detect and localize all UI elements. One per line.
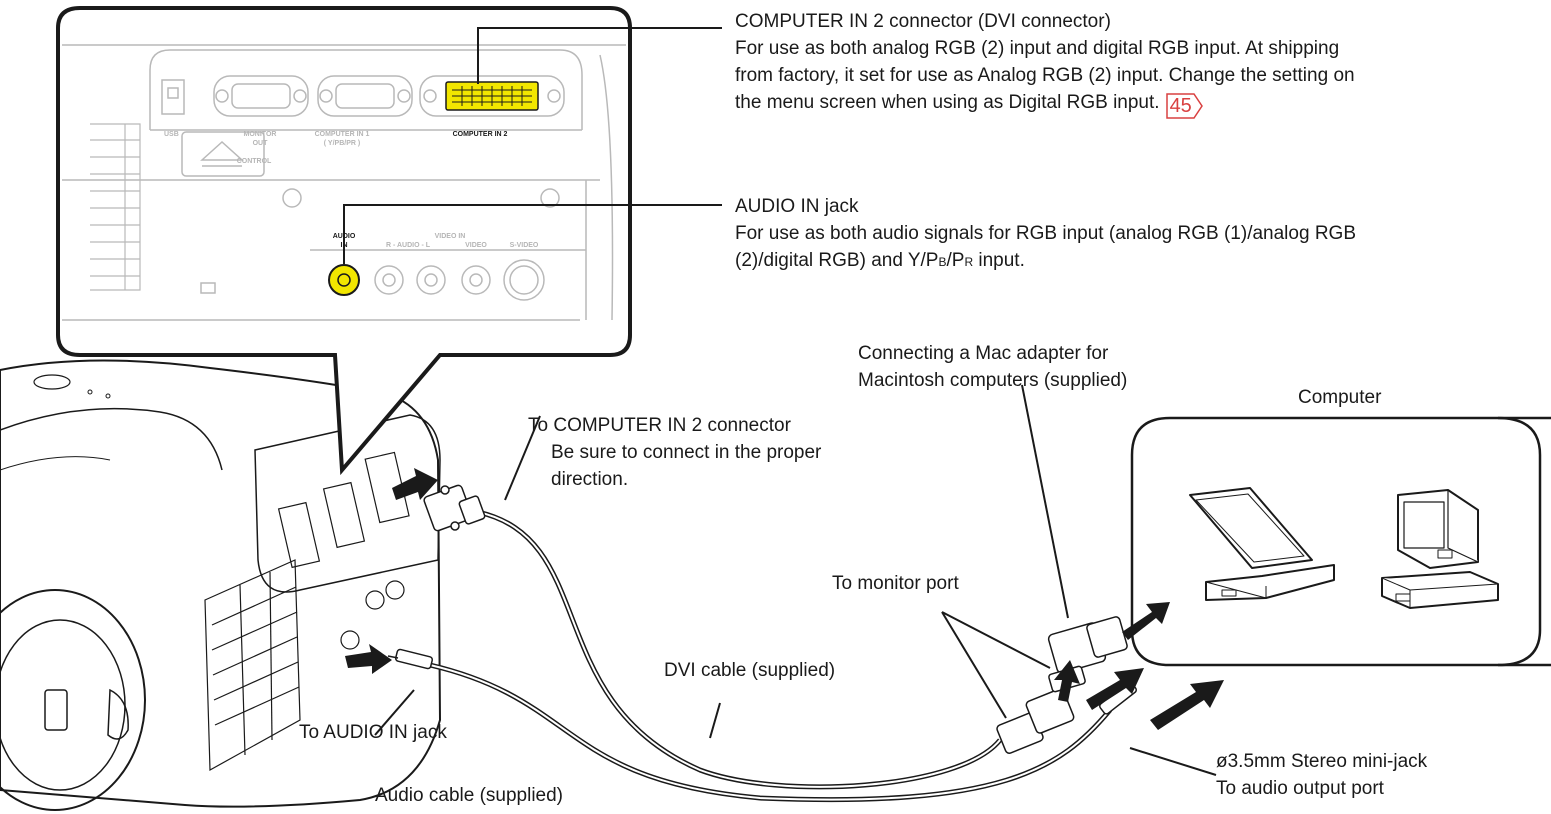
to-computer-in-2-label: To COMPUTER IN 2 connector Be sure to co… — [528, 412, 821, 493]
stereo-mini-jack-line-1: ø3.5mm Stereo mini-jack — [1216, 751, 1428, 772]
audio-in-desc-line-2-b: B — [938, 255, 947, 269]
audio-in-desc-line-2: (2)/digital RGB) and Y/PB/PR input. — [735, 247, 1356, 276]
panel-label-control: CONTROL — [237, 158, 272, 165]
leader-lines — [343, 27, 1217, 776]
panel-label-computer-in-2: COMPUTER IN 2 — [453, 131, 508, 138]
connection-arrows — [345, 468, 1224, 730]
panel-label-r-audio-l: R - AUDIO - L — [386, 242, 431, 249]
audio-cable-label: Audio cable (supplied) — [375, 785, 564, 806]
audio-in-desc-line-2-c: /P — [946, 250, 965, 271]
stereo-mini-jack-label: ø3.5mm Stereo mini-jack To audio output … — [1216, 748, 1427, 802]
computer-in-2-desc-line-1: For use as both analog RGB (2) input and… — [735, 38, 1340, 59]
projector-body — [0, 359, 442, 811]
computer-label: Computer — [1298, 387, 1382, 408]
to-audio-in-label: To AUDIO IN jack — [299, 722, 447, 743]
page-reference-frame-icon — [1165, 93, 1203, 119]
audio-plug-projector — [387, 648, 434, 670]
audio-in-description: AUDIO IN jack For use as both audio sign… — [735, 193, 1356, 276]
audio-in-desc-line-2-d: R — [964, 255, 974, 269]
dvi-cable — [477, 509, 1002, 790]
mac-adapter-label-line-1: Connecting a Mac adapter for — [858, 343, 1109, 364]
mac-adapter-label: Connecting a Mac adapter for Macintosh c… — [858, 340, 1127, 394]
to-monitor-port-label: To monitor port — [832, 573, 959, 594]
to-computer-in-2-line: To COMPUTER IN 2 connector — [528, 415, 791, 436]
computer-in-2-description: COMPUTER IN 2 connector (DVI connector) … — [735, 8, 1355, 119]
panel-label-computer-in-1-sub: ( Y/PB/PR ) — [324, 140, 360, 147]
computer-in-2-desc-line-3-text: the menu screen when using as Digital RG… — [735, 92, 1160, 113]
audio-cable — [429, 662, 1112, 803]
audio-in-desc-line-2-e: input. — [973, 250, 1025, 271]
panel-label-video: VIDEO — [465, 242, 487, 249]
page-reference-number: 45 — [1169, 95, 1192, 117]
mac-adapter-label-line-2: Macintosh computers (supplied) — [858, 370, 1128, 391]
computer-in-2-desc-line-3: the menu screen when using as Digital RG… — [735, 89, 1355, 119]
audio-in-desc-line-1: For use as both audio signals for RGB in… — [735, 223, 1356, 244]
panel-label-monitor-out-1: MONITOR — [244, 131, 277, 138]
dvi-cable-label: DVI cable (supplied) — [664, 660, 836, 681]
mac-adapter — [1047, 616, 1128, 693]
page-reference[interactable]: 45 — [1165, 93, 1203, 119]
stereo-mini-jack-line-2: To audio output port — [1216, 778, 1384, 799]
panel-label-computer-in-1: COMPUTER IN 1 — [315, 131, 370, 138]
panel-label-usb: USB — [164, 131, 179, 138]
panel-label-monitor-out-2: OUT — [253, 140, 269, 147]
audio-in-title: AUDIO IN jack — [735, 196, 859, 217]
panel-label-s-video: S-VIDEO — [510, 242, 539, 249]
computer-in-2-title: COMPUTER IN 2 connector (DVI connector) — [735, 11, 1111, 32]
audio-in-desc-line-2-a: (2)/digital RGB) and Y/P — [735, 250, 939, 271]
laptop-icon — [1189, 487, 1335, 601]
proper-direction-line-1: Be sure to connect in the proper — [551, 442, 822, 463]
panel-label-video-in: VIDEO IN — [435, 233, 466, 240]
proper-direction-line-2: direction. — [551, 469, 629, 490]
computer-in-2-desc-line-2: from factory, it set for use as Analog R… — [735, 65, 1355, 86]
desktop-computer-icon — [1381, 489, 1499, 609]
dvi-plug-projector — [423, 484, 486, 532]
computer-frame — [1130, 416, 1551, 667]
